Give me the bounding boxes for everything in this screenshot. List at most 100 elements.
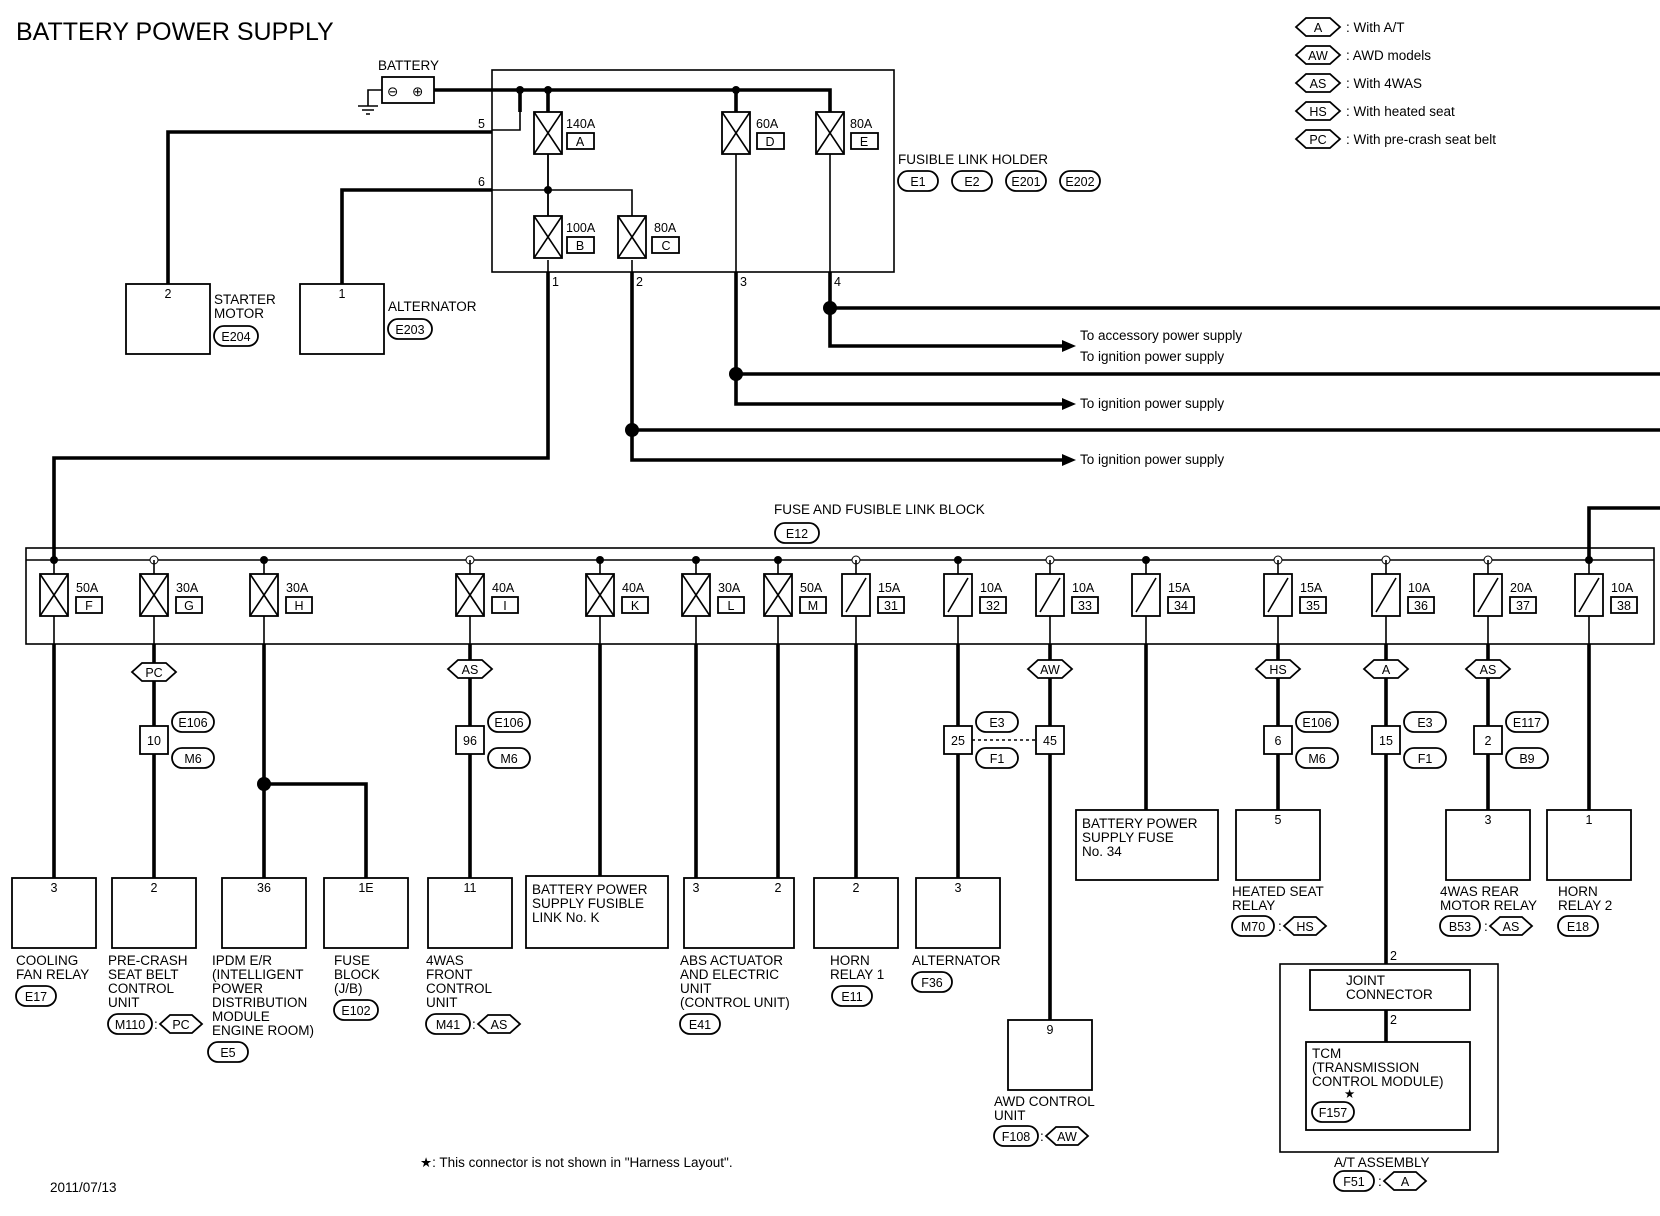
svg-text:COOLING: COOLING xyxy=(16,953,78,968)
ipdm-er: 36 IPDM E/R(INTELLIGENTPOWERDISTRIBUTION… xyxy=(207,877,314,1063)
svg-text:45: 45 xyxy=(1043,734,1057,748)
svg-text:E17: E17 xyxy=(25,990,47,1004)
svg-text:H: H xyxy=(294,599,303,613)
svg-text:1: 1 xyxy=(1586,813,1593,827)
svg-text:BATTERY POWER: BATTERY POWER xyxy=(1082,816,1198,831)
svg-text:9: 9 xyxy=(1047,1023,1054,1037)
svg-text:2: 2 xyxy=(165,287,172,301)
svg-text:UNIT: UNIT xyxy=(108,995,140,1010)
svg-text:30A: 30A xyxy=(718,581,741,595)
option-pc: PC xyxy=(130,662,178,682)
svg-text::: : xyxy=(1040,1129,1044,1144)
svg-text:HEATED SEAT: HEATED SEAT xyxy=(1232,884,1324,899)
svg-text:E202: E202 xyxy=(1065,175,1094,189)
alternator-top: 1 ALTERNATOR E203 xyxy=(299,283,477,355)
svg-text:1E: 1E xyxy=(358,881,373,895)
svg-text:E203: E203 xyxy=(395,323,424,337)
svg-text:AS: AS xyxy=(491,1018,508,1032)
svg-text:11: 11 xyxy=(464,881,477,895)
svg-text:2: 2 xyxy=(775,881,782,895)
battery: BATTERY ⊖ ⊕ xyxy=(358,58,832,115)
svg-text:30A: 30A xyxy=(176,581,199,595)
svg-text:2: 2 xyxy=(1390,1013,1397,1027)
svg-text:D: D xyxy=(765,135,774,149)
svg-text:F: F xyxy=(85,599,93,613)
svg-text:M110: M110 xyxy=(115,1018,145,1032)
svg-text:AS: AS xyxy=(462,663,479,677)
svg-text:25: 25 xyxy=(951,734,965,748)
svg-text:AS: AS xyxy=(1503,920,1520,934)
svg-text:MOTOR RELAY: MOTOR RELAY xyxy=(1440,898,1537,913)
starter-motor: 2 STARTER MOTOR E204 xyxy=(125,283,276,355)
svg-text:37: 37 xyxy=(1516,599,1530,613)
svg-text:100A: 100A xyxy=(566,221,596,235)
svg-text:80A: 80A xyxy=(654,221,677,235)
svg-text:: With 4WAS: : With 4WAS xyxy=(1346,76,1422,91)
svg-text:RELAY 1: RELAY 1 xyxy=(830,967,884,982)
svg-text:UNIT: UNIT xyxy=(426,995,458,1010)
svg-text:⊖: ⊖ xyxy=(387,84,398,99)
svg-text:(CONTROL UNIT): (CONTROL UNIT) xyxy=(680,995,790,1010)
svg-text:LINK No. K: LINK No. K xyxy=(532,910,600,925)
svg-text:: With A/T: : With A/T xyxy=(1346,20,1405,35)
svg-text:10A: 10A xyxy=(1072,581,1095,595)
svg-text:SUPPLY FUSE: SUPPLY FUSE xyxy=(1082,830,1174,845)
svg-text:No. 34: No. 34 xyxy=(1082,844,1122,859)
svg-text:E106: E106 xyxy=(178,716,207,730)
svg-text:2: 2 xyxy=(636,275,643,289)
svg-text:RELAY: RELAY xyxy=(1232,898,1275,913)
svg-text:(INTELLIGENT: (INTELLIGENT xyxy=(212,967,304,982)
svg-text:E102: E102 xyxy=(341,1004,370,1018)
svg-text:4WAS REAR: 4WAS REAR xyxy=(1440,884,1519,899)
svg-text:PC: PC xyxy=(1309,133,1326,147)
legend-item-a: A: With A/T xyxy=(1294,17,1405,37)
arrow-label-ignition-1: To ignition power supply xyxy=(1080,349,1224,364)
svg-text:3: 3 xyxy=(1485,813,1492,827)
svg-text:BATTERY POWER: BATTERY POWER xyxy=(532,882,648,897)
svg-text:I: I xyxy=(503,599,506,613)
svg-text:140A: 140A xyxy=(566,117,596,131)
svg-text:★: ★ xyxy=(1344,1087,1355,1101)
svg-text:F1: F1 xyxy=(1418,752,1433,766)
svg-text:E204: E204 xyxy=(221,330,250,344)
svg-text:FAN RELAY: FAN RELAY xyxy=(16,967,89,982)
legend-item-pc: PC: With pre-crash seat belt xyxy=(1294,129,1496,149)
alternator-bottom: 3 ALTERNATOR F36 xyxy=(911,877,1001,993)
svg-text:PRE-CRASH: PRE-CRASH xyxy=(108,953,188,968)
arrow-label-ignition-2: To ignition power supply xyxy=(1080,396,1224,411)
svg-text:80A: 80A xyxy=(850,117,873,131)
option-aw: AW xyxy=(1026,659,1074,679)
svg-text:HORN: HORN xyxy=(830,953,870,968)
svg-text:F1: F1 xyxy=(990,752,1005,766)
svg-text:AW: AW xyxy=(1040,663,1060,677)
svg-text:AW: AW xyxy=(1308,49,1328,63)
svg-text:34: 34 xyxy=(1174,599,1188,613)
svg-text:6: 6 xyxy=(1275,734,1282,748)
svg-text::: : xyxy=(472,1017,476,1032)
svg-text:96: 96 xyxy=(463,734,477,748)
svg-text:M6: M6 xyxy=(184,752,201,766)
svg-text:POWER: POWER xyxy=(212,981,263,996)
svg-text:B9: B9 xyxy=(1519,752,1534,766)
svg-text:E106: E106 xyxy=(1302,716,1331,730)
svg-text:E1: E1 xyxy=(910,175,925,189)
svg-text:E2: E2 xyxy=(964,175,979,189)
svg-text:⊕: ⊕ xyxy=(412,84,423,99)
svg-text:33: 33 xyxy=(1078,599,1092,613)
